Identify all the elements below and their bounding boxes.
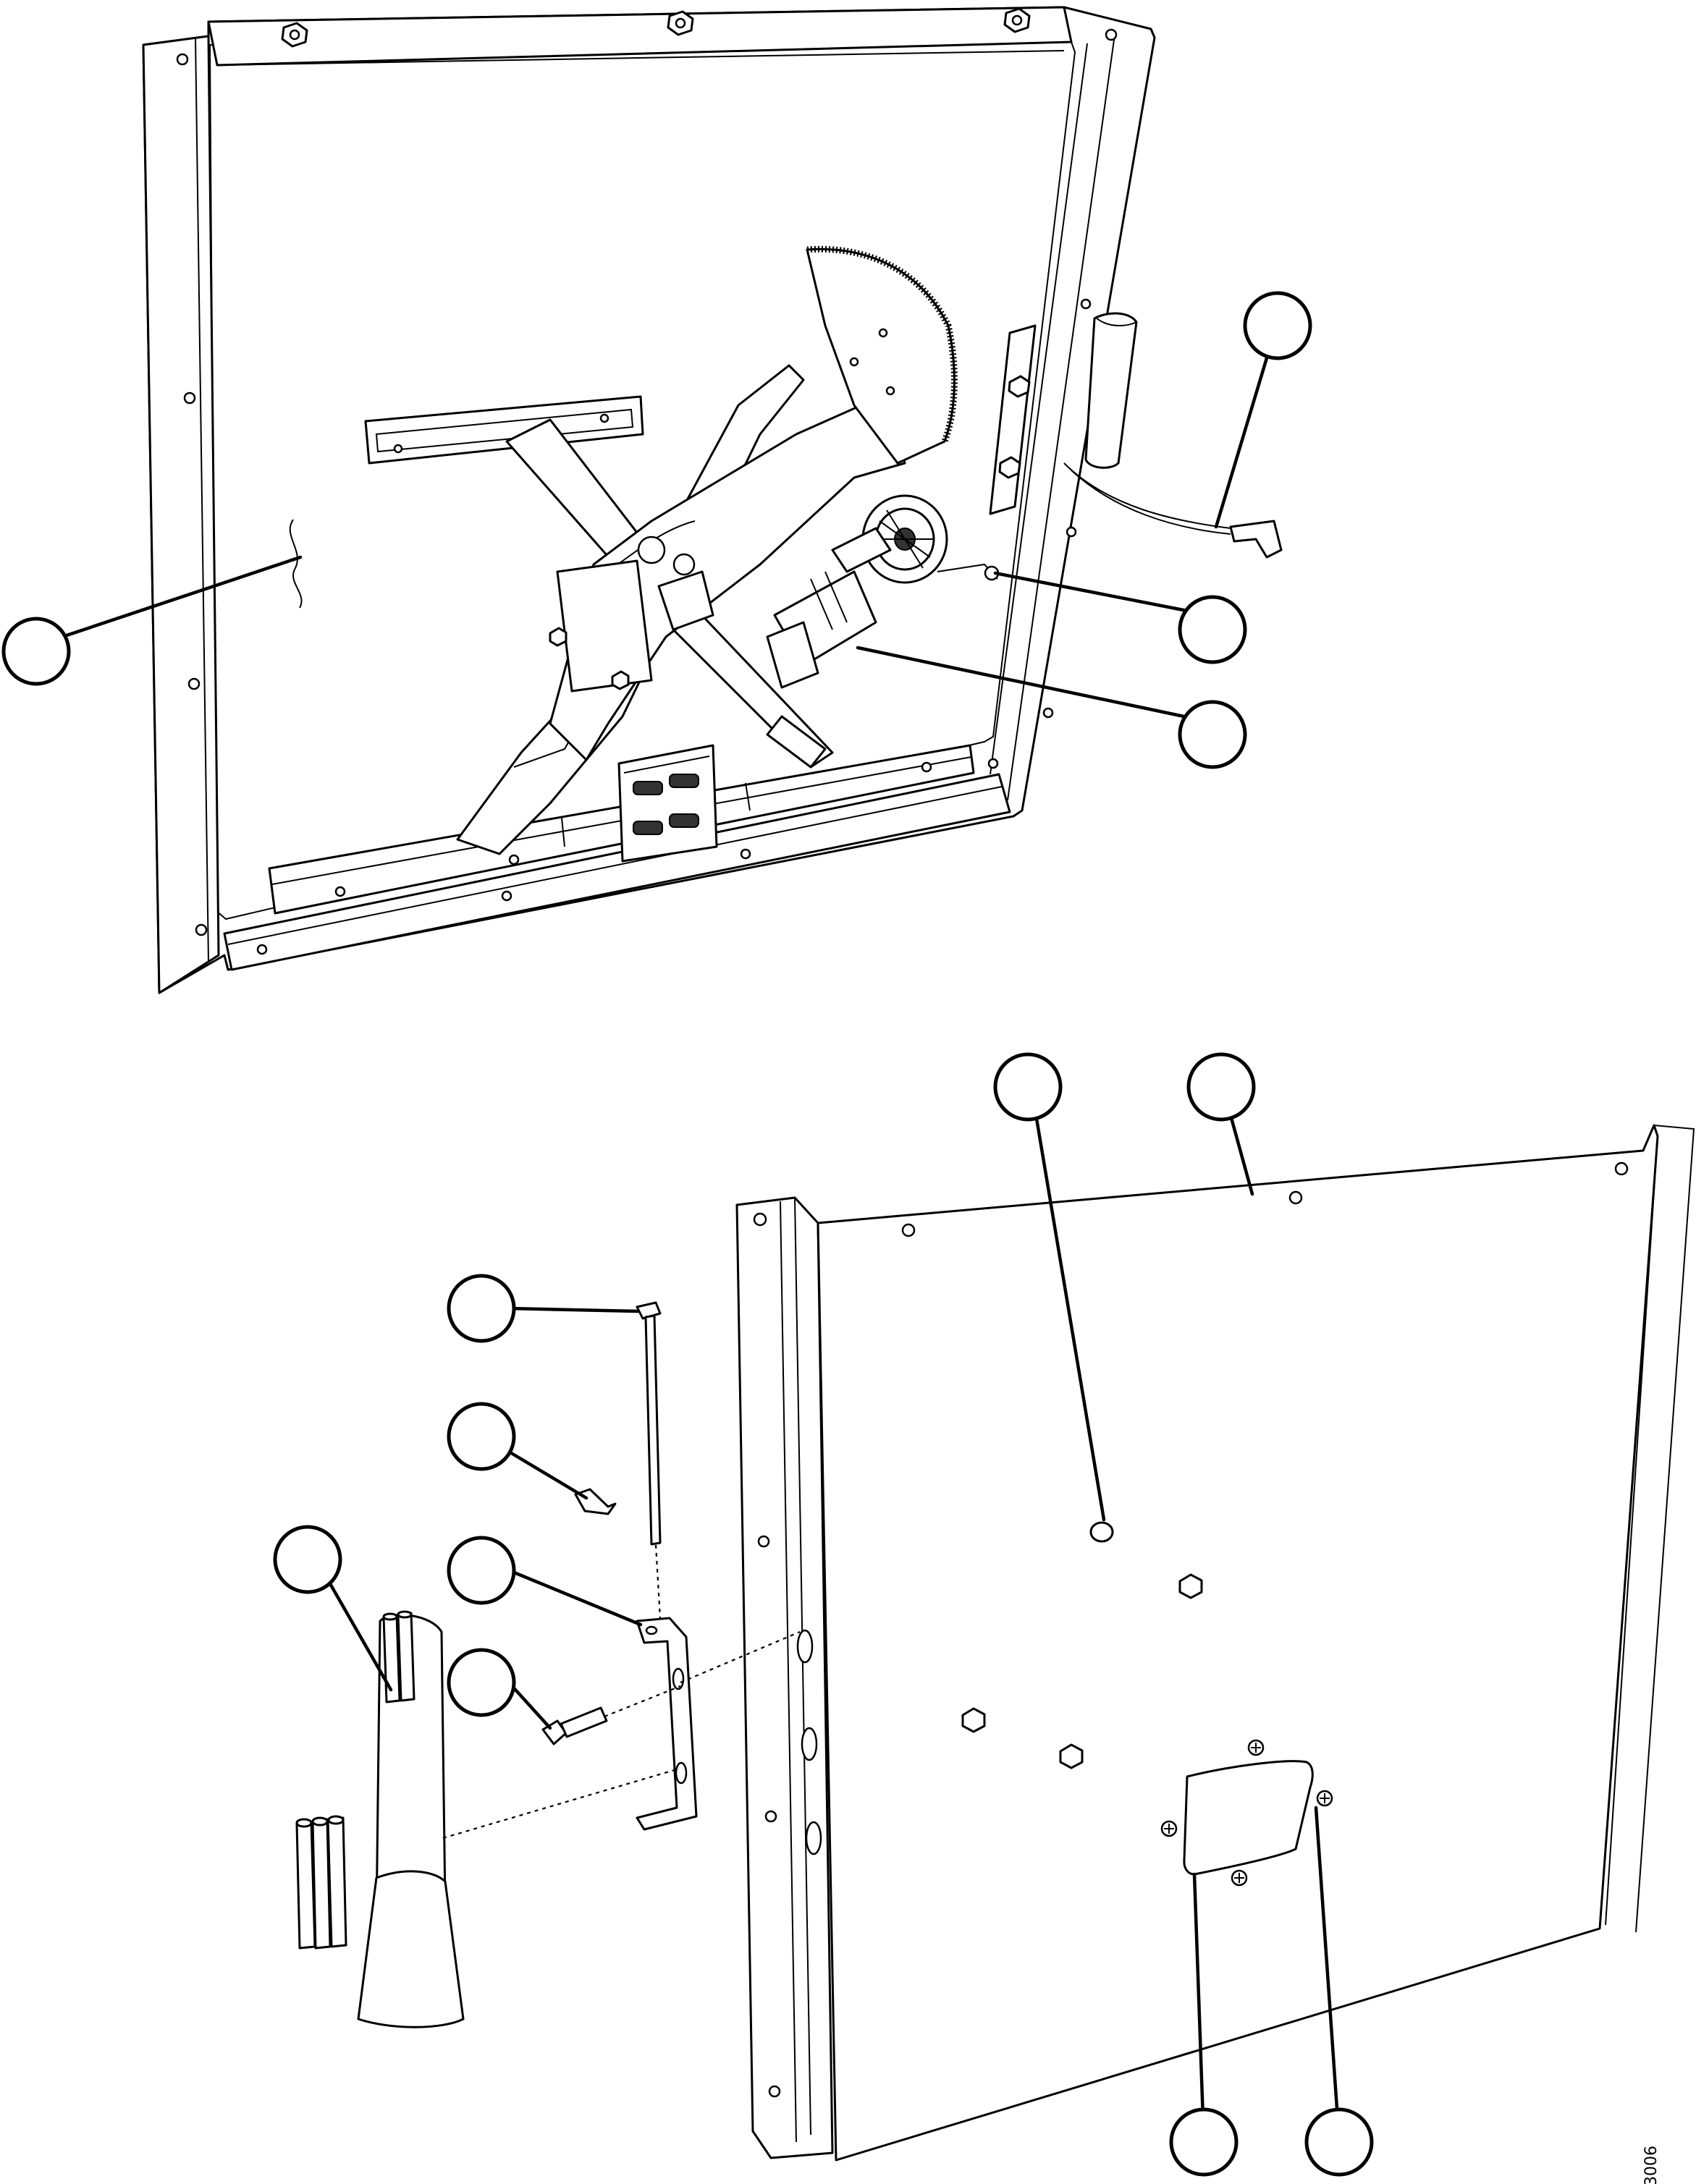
cover-screw (1247, 1739, 1265, 1756)
callout-bubble (447, 1536, 516, 1605)
long-bolt (636, 1301, 662, 1546)
top-nut (1003, 7, 1031, 33)
callout-bubble (1178, 595, 1247, 664)
clip (574, 1488, 617, 1515)
cap-screw (541, 1706, 608, 1745)
callout-bubble (993, 1052, 1063, 1122)
panel-assembly (735, 1124, 1695, 2162)
callout-bubble (273, 1525, 342, 1594)
callout-bubble (447, 1402, 516, 1471)
hinge-bracket (636, 1617, 698, 1831)
side-bracket (989, 324, 1037, 515)
window-motor (766, 494, 948, 689)
callout-bubble (1243, 291, 1312, 360)
hose-bundle (295, 1610, 465, 2028)
callout-bubble (447, 1648, 516, 1717)
top-nut (667, 10, 694, 36)
frame-holes (176, 28, 1118, 955)
harness-connector (1229, 520, 1283, 559)
access-cover (1183, 1760, 1314, 1876)
cover-screw (1160, 1820, 1178, 1837)
callout-bubble (1, 617, 71, 686)
panel-nut (1089, 1521, 1114, 1543)
harness-boot (1063, 312, 1231, 535)
cover-screw (1316, 1790, 1333, 1807)
callout-bubble (1186, 1052, 1256, 1122)
sector-gear (806, 245, 958, 465)
cover-screw (1231, 1869, 1248, 1887)
door-frame-assembly (142, 6, 1283, 994)
lower-bracket (617, 744, 718, 863)
callout-bubble (1178, 700, 1247, 769)
top-nut (281, 22, 308, 48)
callout-bubble (1304, 2107, 1374, 2177)
callout-bubble (447, 1274, 516, 1343)
drawing-code: E3006 (1642, 2146, 1661, 2184)
upper-guide-channel (364, 395, 644, 465)
leader-lines (64, 351, 1341, 2142)
callout-bubble (1169, 2107, 1239, 2177)
